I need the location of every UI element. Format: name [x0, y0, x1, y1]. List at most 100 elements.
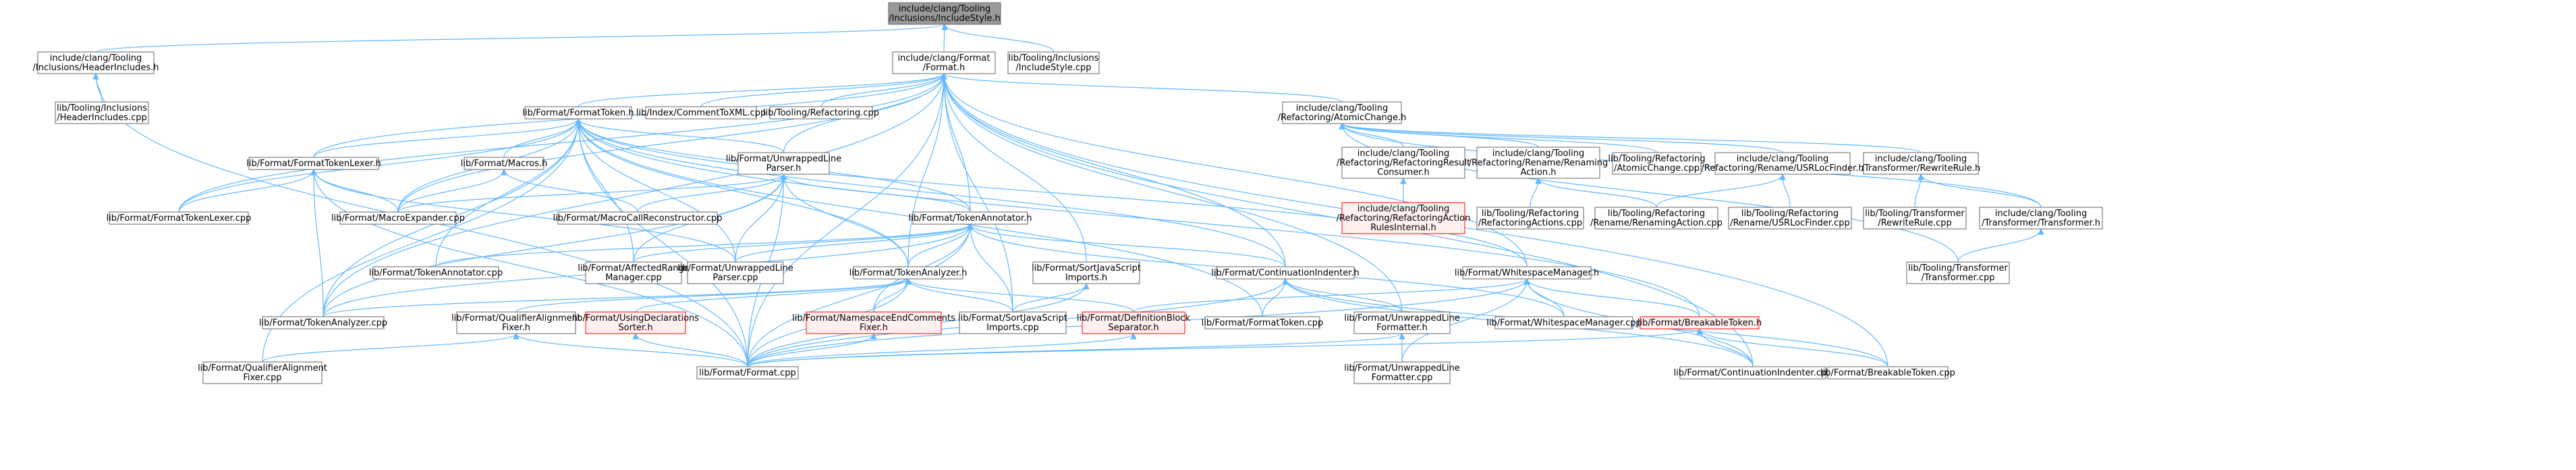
file-node-refresult-h[interactable]: include/clang/Tooling/Refactoring/Refact… — [1337, 147, 1470, 179]
node-box — [1341, 202, 1465, 234]
node-label-line: /Refactoring/Rename/Renaming — [1469, 158, 1608, 168]
edge-format_h-to-sortjs_cpp — [941, 73, 1013, 313]
edge-format_h-to-macroexp_cpp — [397, 73, 947, 213]
file-node-rewriterule-cpp[interactable]: lib/Tooling/Transformer/RewriteRule.cpp — [1863, 207, 1967, 230]
node-label-line: /HeaderIncludes.cpp — [57, 113, 147, 123]
file-node-refactions-cpp[interactable]: lib/Tooling/Refactoring/RefactoringActio… — [1476, 207, 1584, 230]
file-node-formattoken-h[interactable]: lib/Format/FormatToken.h — [522, 106, 634, 120]
edge-tokanalyzer_h-to-usingdecl_h — [635, 278, 912, 313]
file-node-ftlexer-cpp[interactable]: lib/Format/FormatTokenLexer.cpp — [107, 211, 252, 225]
node-box — [339, 211, 457, 225]
file-node-transformer-cpp[interactable]: lib/Tooling/Transformer/Transformer.cpp — [1906, 261, 2010, 284]
edge-tokanalyzer_h-to-qualalign_h — [515, 278, 912, 313]
file-node-formattoken-cpp[interactable]: lib/Format/FormatToken.cpp — [1202, 316, 1324, 330]
edge-renaming_h-to-renamingaction_cpp — [1535, 178, 1657, 208]
node-label-line: lib/Format/QualifierAlignment — [451, 313, 581, 323]
edge-format_h-to-sortjs_h — [941, 73, 1087, 263]
node-box — [1827, 366, 1949, 380]
file-node-contindent-h[interactable]: lib/Format/ContinuationIndenter.h — [1211, 266, 1360, 280]
file-node-commenttoxml-cpp[interactable]: lib/Index/CommentToXML.cpp — [636, 106, 766, 120]
node-label-line: /Refactoring/RefactoringResult — [1337, 158, 1470, 168]
edge-tokannot_h-to-tokanalyzer_h — [907, 224, 974, 267]
node-label-line: lib/Format/SortJavaScript — [958, 313, 1067, 323]
file-node-hdrinc-h[interactable]: include/clang/Tooling/Inclusions/HeaderI… — [33, 51, 159, 74]
node-label-line: include/clang/Tooling — [1492, 149, 1584, 159]
file-node-atomicchange-h[interactable]: include/clang/Tooling/Refactoring/Atomic… — [1278, 101, 1407, 124]
node-box — [524, 106, 632, 120]
node-label-line: lib/Format/WhitespaceManager.h — [1455, 268, 1599, 278]
file-node-breakabletoken-cpp[interactable]: lib/Format/BreakableToken.cpp — [1820, 366, 1955, 380]
node-label-line: /Rename/USRLocFinder.cpp — [1730, 218, 1850, 228]
node-label-line: /IncludeStyle.cpp — [1015, 63, 1091, 73]
edge-format_h-to-formattoken_h — [578, 73, 947, 107]
file-node-hdrinc-cpp[interactable]: lib/Tooling/Inclusions/HeaderIncludes.cp… — [55, 101, 149, 124]
file-node-refactionrules-h[interactable]: include/clang/Tooling/Refactoring/Refact… — [1337, 202, 1471, 234]
edge-format_h-to-refactoring_cpp — [820, 73, 947, 107]
node-label-line: Imports.cpp — [986, 323, 1039, 333]
file-node-tokannot-h[interactable]: lib/Format/TokenAnnotator.h — [909, 211, 1032, 225]
node-label-line: lib/Format/DefinitionBlock — [1077, 313, 1191, 323]
node-label-line: lib/Format/TokenAnnotator.h — [909, 213, 1032, 224]
file-node-root: include/clang/Tooling/Inclusions/Include… — [888, 2, 1001, 25]
file-node-rewriterule-h[interactable]: include/clang/Tooling/Transformer/Rewrit… — [1861, 152, 1981, 175]
file-node-renaming-h[interactable]: include/clang/Tooling/Refactoring/Rename… — [1469, 147, 1608, 179]
file-node-contindent-cpp[interactable]: lib/Format/ContinuationIndenter.cpp — [1674, 366, 1832, 380]
edge-macros_h-to-macrocall_cpp — [501, 169, 638, 213]
node-label-line: lib/Tooling/Refactoring — [1608, 209, 1705, 219]
edge-uwlparser_h-to-tokanalyzer_cpp — [323, 174, 787, 317]
node-label-line: Sorter.h — [618, 323, 652, 333]
file-node-wsmanager-cpp[interactable]: lib/Format/WhitespaceManager.cpp — [1486, 316, 1642, 330]
file-node-tokannot-cpp[interactable]: lib/Format/TokenAnnotator.cpp — [369, 266, 503, 280]
node-label-line: Formatter.cpp — [1372, 373, 1433, 383]
file-node-format-h[interactable]: include/clang/Format/Format.h — [892, 51, 996, 74]
file-node-format-cpp[interactable]: lib/Format/Format.cpp — [696, 366, 799, 380]
node-box — [372, 266, 499, 280]
node-label-line: lib/Tooling/Refactoring — [1608, 154, 1705, 164]
file-node-tokanalyzer-cpp[interactable]: lib/Format/TokenAnalyzer.cpp — [259, 316, 387, 330]
file-node-macroexp-cpp[interactable]: lib/Format/MacroExpander.cpp — [331, 211, 465, 225]
node-box — [1353, 361, 1451, 384]
node-label-line: /Transformer/RewriteRule.h — [1861, 163, 1981, 174]
node-box — [55, 101, 149, 124]
node-box — [1341, 147, 1465, 179]
node-label-line: /Refactoring/RefactoringAction — [1337, 213, 1471, 224]
node-label-line: Fixer.cpp — [243, 373, 281, 383]
node-label-line: lib/Format/BreakableToken.h — [1637, 318, 1762, 328]
node-box — [585, 311, 686, 334]
file-node-renamingaction-cpp[interactable]: lib/Tooling/Refactoring/Rename/RenamingA… — [1590, 207, 1723, 230]
edge-usrlocfinder_h-to-usrlocfinder_cpp — [1779, 174, 1791, 208]
edge-format_h-to-uwlformatter_h — [941, 73, 1403, 313]
node-box — [687, 261, 784, 284]
file-node-transformer-h[interactable]: include/clang/Tooling/Transformer/Transf… — [1979, 207, 2103, 230]
node-label-line: include/clang/Format — [898, 53, 990, 63]
node-label-line: lib/Tooling/Refactoring — [1741, 209, 1839, 219]
edge-formattoken_h-to-contindent_h — [575, 118, 1286, 267]
file-node-macros-h[interactable]: lib/Format/Macros.h — [461, 157, 548, 170]
file-node-inclstyle-cpp[interactable]: lib/Tooling/Inclusions/IncludeStyle.cpp — [1007, 51, 1100, 74]
file-node-breakabletoken-h[interactable]: lib/Format/BreakableToken.h — [1637, 316, 1762, 330]
file-node-ftlexer-h[interactable]: lib/Format/FormatTokenLexer.h — [246, 157, 381, 170]
file-node-usrlocfinder-cpp[interactable]: lib/Tooling/Refactoring/Rename/USRLocFin… — [1728, 207, 1852, 230]
node-label-line: RulesInternal.h — [1370, 223, 1436, 233]
node-label-line: lib/Format/UnwrappedLine — [1344, 313, 1460, 323]
node-box — [1494, 316, 1633, 330]
file-node-usrlocfinder-h[interactable]: include/clang/Tooling/Refactoring/Rename… — [1701, 152, 1864, 175]
file-node-wsmanager-h[interactable]: lib/Format/WhitespaceManager.h — [1455, 266, 1599, 280]
node-label-line: /Transformer.cpp — [1922, 273, 1995, 283]
file-node-refactoring-cpp[interactable]: lib/Tooling/Refactoring.cpp — [763, 106, 879, 120]
file-node-macrocall-cpp[interactable]: lib/Format/MacroCallReconstructor.cpp — [553, 211, 723, 225]
file-node-atomicchange-cpp[interactable]: lib/Tooling/Refactoring/AtomicChange.cpp — [1608, 152, 1706, 175]
file-node-tokanalyzer-h[interactable]: lib/Format/TokenAnalyzer.h — [849, 266, 968, 280]
